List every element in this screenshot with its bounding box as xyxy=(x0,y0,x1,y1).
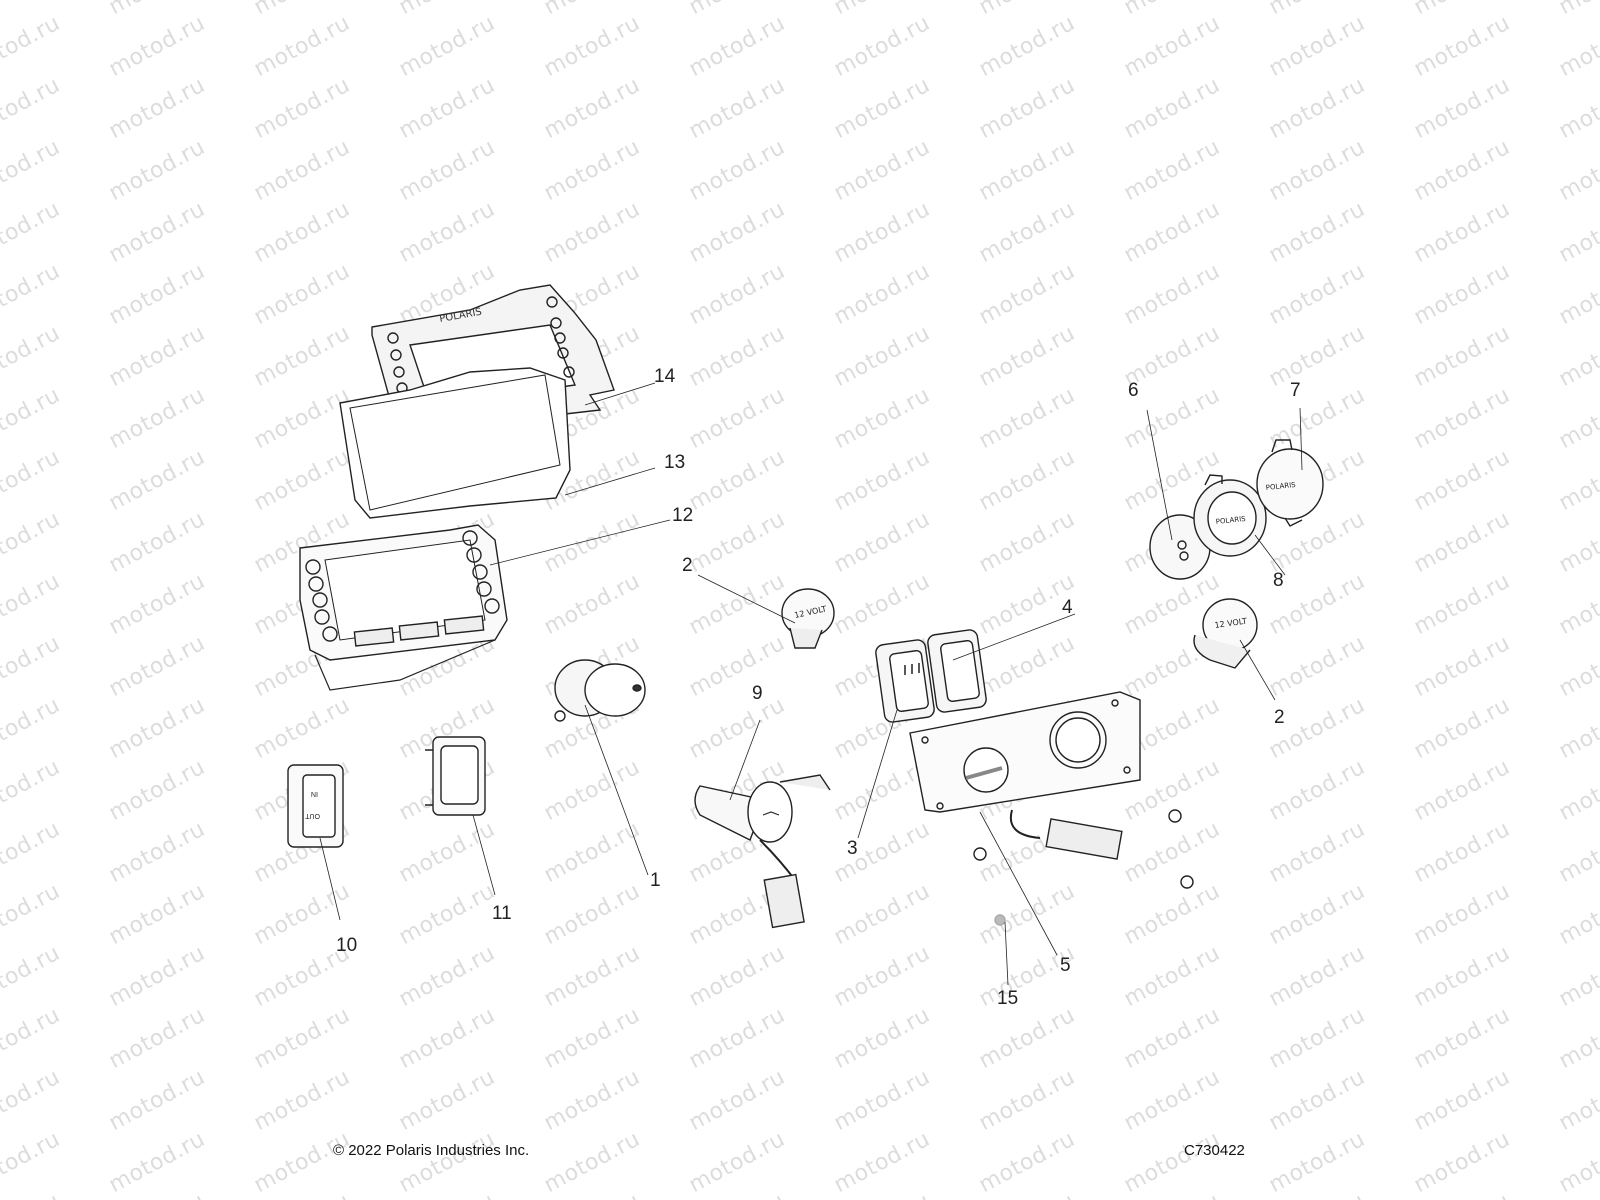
part-6-instrument-cluster[interactable] xyxy=(299,524,508,691)
part-9-usb-port[interactable] xyxy=(694,774,831,929)
callout-15: 15 xyxy=(997,988,1019,1009)
callout-8: 14 xyxy=(654,366,676,387)
part-13-socket-cap[interactable]: POLARIS xyxy=(1256,439,1324,527)
callout-6: 12 xyxy=(672,505,694,526)
callout-2-left: 2 xyxy=(682,555,693,576)
leader-lines xyxy=(319,382,1303,986)
part-7-gasket[interactable] xyxy=(339,367,571,519)
svg-text:POLARIS: POLARIS xyxy=(1215,515,1246,526)
callout-3: 3 xyxy=(847,838,858,859)
drawing-id: C730422 xyxy=(1184,1142,1245,1159)
svg-text:OUT: OUT xyxy=(305,812,321,819)
part-10-in-out-switch[interactable]: IN OUT xyxy=(287,764,344,848)
part-15-screw[interactable] xyxy=(994,914,1006,926)
part-4-rocker-switch-blank[interactable] xyxy=(927,629,987,713)
callout-5: 5 xyxy=(1060,955,1071,976)
part-5-control-panel[interactable] xyxy=(909,691,1141,860)
callout-10: 10 xyxy=(336,935,358,956)
callout-13: 7 xyxy=(1290,380,1301,401)
part-12-usb-socket[interactable] xyxy=(1149,514,1211,580)
callout-9: 9 xyxy=(752,683,763,704)
screws[interactable] xyxy=(973,809,1194,889)
part-11-switch-plug[interactable] xyxy=(425,736,486,816)
part-2-12v-socket-left[interactable]: 12 VOLT xyxy=(781,588,835,649)
svg-text:IN: IN xyxy=(311,790,318,797)
callout-2-right: 2 xyxy=(1274,707,1285,728)
callout-11: 11 xyxy=(492,903,512,924)
part-1-ignition-switch[interactable] xyxy=(554,659,646,722)
callout-4: 4 xyxy=(1062,597,1073,618)
callout-14: 8 xyxy=(1273,570,1284,591)
part-2-12v-socket-right[interactable]: 12 VOLT xyxy=(1193,598,1258,669)
callout-7: 13 xyxy=(664,452,686,473)
part-14-socket-with-cap[interactable]: POLARIS xyxy=(1193,474,1267,557)
callout-1: 1 xyxy=(650,870,661,891)
part-3-rocker-switch[interactable] xyxy=(875,639,935,723)
copyright-text: © 2022 Polaris Industries Inc. xyxy=(333,1142,530,1159)
svg-text:POLARIS: POLARIS xyxy=(1265,481,1296,492)
callout-12: 6 xyxy=(1128,380,1139,401)
